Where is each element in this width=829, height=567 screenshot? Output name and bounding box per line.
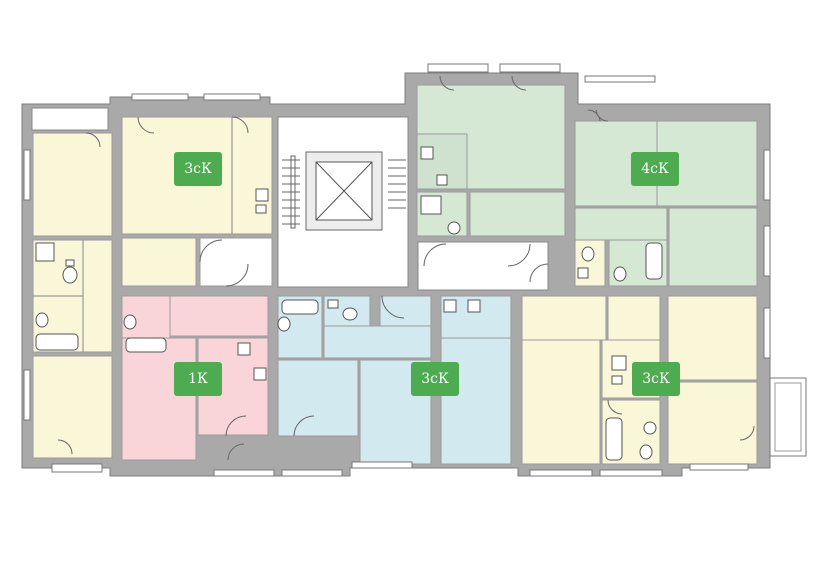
apartment-nw-rooms bbox=[32, 116, 273, 459]
apartment-ne-rooms bbox=[416, 84, 758, 287]
apartment-label: 1К bbox=[188, 371, 208, 387]
windows bbox=[23, 63, 771, 477]
apartment-label: 4сК bbox=[641, 161, 669, 177]
apartment-badge-1k[interactable]: 1К bbox=[174, 362, 222, 396]
doors bbox=[57, 75, 755, 461]
apartment-label: 3сК bbox=[642, 371, 670, 387]
apartment-badge-nw[interactable]: 3сК bbox=[174, 152, 222, 186]
fixtures bbox=[35, 146, 663, 461]
balcony-right bbox=[769, 377, 807, 457]
apartment-se-rooms bbox=[521, 295, 758, 465]
apartment-badge-ne[interactable]: 4сК bbox=[631, 152, 679, 186]
apartment-label: 3сК bbox=[184, 161, 212, 177]
stair-core bbox=[277, 116, 549, 291]
apartment-badge-center[interactable]: 3сК bbox=[411, 362, 459, 396]
apartment-label: 3сК bbox=[421, 371, 449, 387]
apartment-badge-se[interactable]: 3сК bbox=[632, 362, 680, 396]
apartment-1k-rooms bbox=[121, 295, 269, 461]
balcony-top-left bbox=[31, 107, 109, 131]
apartment-center-rooms bbox=[277, 295, 512, 465]
